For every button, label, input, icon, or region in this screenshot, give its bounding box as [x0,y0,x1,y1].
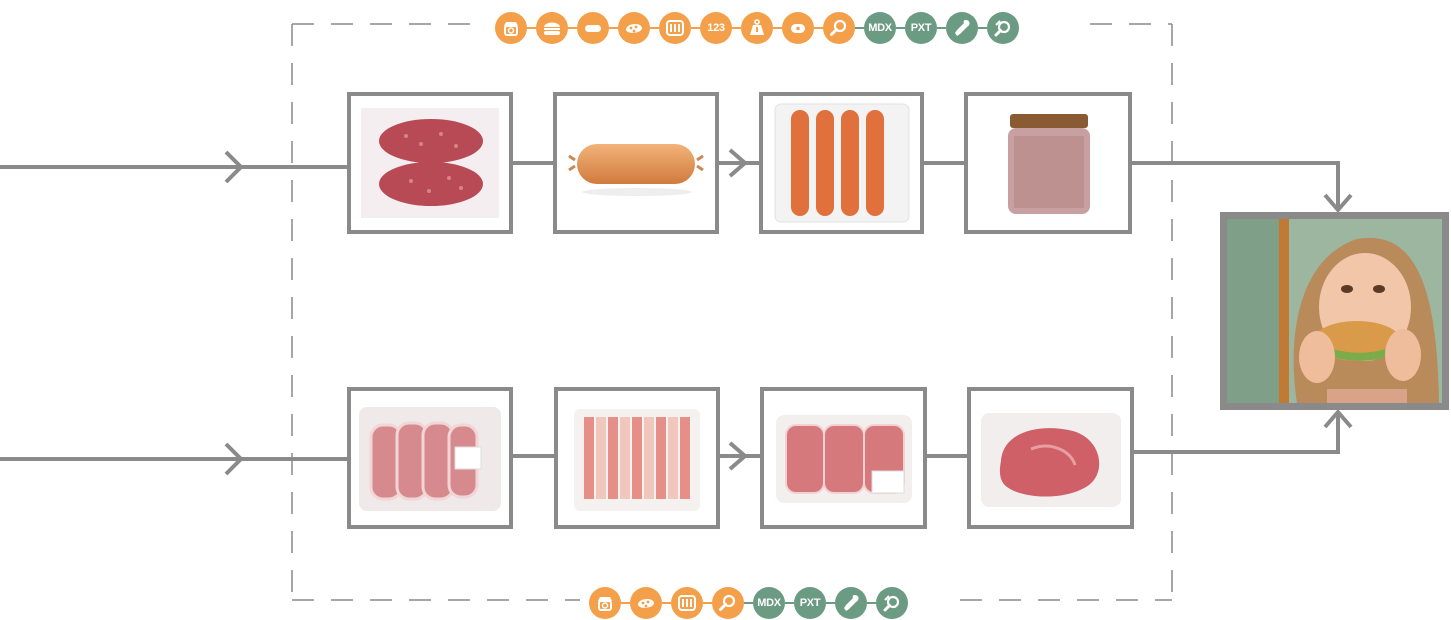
output-child-eating-sandwich[interactable] [1220,212,1449,410]
pxt-icon[interactable]: PXT [794,587,826,619]
magnifier-icon[interactable] [712,587,744,619]
tray-icon[interactable] [671,587,703,619]
numbers-icon[interactable]: 123 [700,12,732,44]
product-pork-chops[interactable] [347,387,513,529]
tray-icon[interactable] [659,12,691,44]
bacon-image [574,409,700,511]
mdx-label: MDX [868,22,892,34]
icon-connector [621,602,630,604]
sausage-icon[interactable] [577,12,609,44]
pork-cutlets-image [776,415,912,503]
icon-connector [609,27,618,29]
meat-slice-icon[interactable] [618,12,650,44]
icon-connector [773,27,782,29]
burger-icon[interactable] [536,12,568,44]
top-icon-strip: 123 MDX PXT [495,11,1019,45]
icon-connector [650,27,659,29]
magnifier-icon[interactable] [823,12,855,44]
icon-connector [867,602,876,604]
salami-image [361,108,499,218]
icon-connector [703,602,712,604]
icon-connector [744,602,753,604]
weight-icon[interactable] [741,12,773,44]
pork-chops-image [359,407,501,511]
frankfurters-image [774,103,910,223]
scale-icon[interactable] [495,12,527,44]
scale-icon[interactable] [589,587,621,619]
ham-icon[interactable] [782,12,814,44]
icon-connector [814,27,823,29]
product-pork-cutlets[interactable] [760,387,927,529]
leg-icon[interactable] [835,587,867,619]
icon-connector [785,602,794,604]
inspect-icon[interactable] [987,12,1019,44]
numbers-label: 123 [707,22,725,34]
dashed-boundary [291,23,1173,601]
icon-connector [662,602,671,604]
product-bacon-strips[interactable] [554,387,720,529]
meat-jar-image [1008,114,1090,214]
icon-connector [937,27,946,29]
flow-lines [0,148,1353,476]
icon-connector [732,27,741,29]
meat-slice-icon[interactable] [630,587,662,619]
pxt-label: PXT [799,597,821,609]
icon-connector [896,27,905,29]
product-salami-slices[interactable] [347,92,513,234]
product-frankfurters[interactable] [759,92,924,234]
icon-connector [978,27,987,29]
product-sausage-roll[interactable] [553,92,719,234]
pxt-icon[interactable]: PXT [905,12,937,44]
mdx-icon[interactable]: MDX [864,12,896,44]
icon-connector [691,27,700,29]
mdx-label: MDX [757,597,781,609]
bottom-icon-strip: MDX PXT [589,586,908,620]
product-raw-ham[interactable] [967,387,1134,529]
product-meat-jar[interactable] [964,92,1132,234]
sausage-roll-image [568,144,704,196]
mdx-icon[interactable]: MDX [753,587,785,619]
icon-connector [826,602,835,604]
icon-connector [855,27,864,29]
inspect-icon[interactable] [876,587,908,619]
child-photo [1227,219,1442,403]
raw-ham-image [981,413,1121,507]
pxt-label: PXT [910,22,932,34]
icon-connector [527,27,536,29]
leg-icon[interactable] [946,12,978,44]
icon-connector [568,27,577,29]
